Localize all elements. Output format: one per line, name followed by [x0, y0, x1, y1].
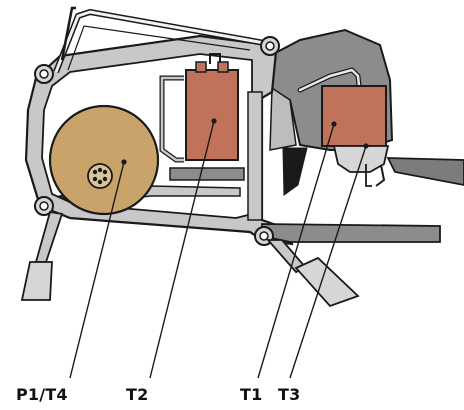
handle-inner-rail	[67, 25, 251, 71]
left-foot	[20, 261, 53, 301]
label-t1: T1	[240, 385, 262, 404]
rear-housing-panel	[269, 86, 297, 151]
right-foot	[294, 256, 360, 308]
label-t2: T2	[126, 385, 148, 404]
component-t1	[321, 85, 387, 147]
tank-p1-t4	[48, 104, 160, 216]
round-connector-icon	[87, 163, 113, 189]
leader-t1	[257, 123, 335, 379]
black-wedge	[282, 147, 308, 196]
t2-cap-right	[217, 61, 229, 73]
handle-hook	[60, 6, 76, 61]
legs	[20, 210, 360, 308]
left-leg	[34, 210, 64, 263]
right-arm-hook	[375, 159, 386, 187]
right-arm	[375, 157, 464, 187]
right-arm-bar	[386, 157, 464, 186]
leader-p1-t4	[69, 161, 125, 379]
callout-lines	[69, 120, 367, 379]
t2-pipe	[209, 53, 221, 64]
tank-body	[48, 104, 160, 216]
callout-labels: P1/T4 T2 T1 T3	[16, 385, 300, 404]
component-t3	[332, 143, 390, 187]
t3-hanger	[365, 164, 372, 187]
label-t3: T3	[278, 385, 300, 404]
leader-t3	[289, 145, 367, 379]
pivot-bottom-left	[34, 196, 54, 216]
t1-body	[321, 85, 387, 147]
lower-rail	[261, 223, 441, 243]
pivot-top-left	[34, 64, 54, 84]
internal-post	[247, 91, 263, 221]
component-t2	[159, 53, 245, 181]
t2-mount	[169, 167, 245, 181]
top-handle	[53, 6, 271, 74]
t3-body	[332, 145, 390, 173]
pivot-top-right	[260, 36, 280, 56]
t2-cap-left	[195, 61, 207, 73]
leader-t2	[149, 120, 215, 379]
label-p1-t4: P1/T4	[16, 385, 68, 404]
t2-body	[185, 69, 239, 161]
